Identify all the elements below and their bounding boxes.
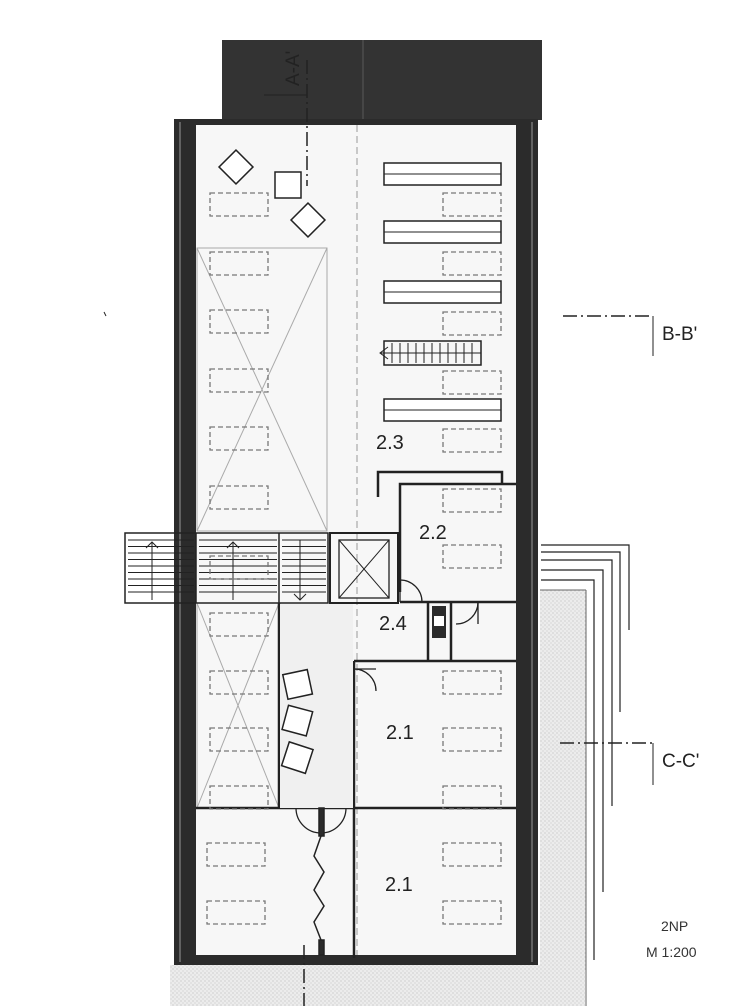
- ceiling-light: [209, 251, 269, 276]
- floor-slab: [195, 123, 517, 959]
- staircase: [124, 532, 329, 604]
- stair-treads: [128, 539, 326, 593]
- ceiling-light: [206, 900, 266, 925]
- ceiling-light: [206, 842, 266, 867]
- section-mark-b: [563, 315, 654, 356]
- roof-block: [222, 40, 542, 120]
- room-label-2-4: 2.4: [379, 613, 407, 635]
- ceiling-light: [442, 311, 502, 336]
- section-mark-c: [560, 742, 654, 785]
- shelving-units: [383, 162, 502, 422]
- marker-tick: [103, 311, 107, 317]
- small-stair-treads: [391, 343, 473, 363]
- ceiling-light: [442, 428, 502, 453]
- ceiling-light: [442, 727, 502, 752]
- floor-designation: 2NP: [661, 918, 688, 934]
- ceiling-light: [442, 251, 502, 276]
- furniture-items: [217, 148, 327, 775]
- section-label-c: C-C': [662, 751, 699, 772]
- ceiling-fixtures: [206, 192, 502, 925]
- ceiling-light: [442, 192, 502, 217]
- ceiling-light: [209, 612, 269, 637]
- section-label-b: B-B': [662, 324, 697, 345]
- elevator-icon: [329, 532, 399, 604]
- ceiling-light: [209, 309, 269, 334]
- terrain-steps: [541, 544, 630, 960]
- doors: [295, 579, 479, 834]
- ceiling-light: [209, 426, 269, 451]
- ceiling-light: [442, 370, 502, 395]
- ceiling-light: [442, 670, 502, 695]
- ceiling-light: [209, 670, 269, 695]
- ceiling-light: [442, 488, 502, 513]
- ceiling-light: [209, 192, 269, 217]
- ceiling-light: [209, 485, 269, 510]
- room-label-2-3: 2.3: [376, 432, 404, 454]
- void-upper: [196, 247, 328, 532]
- wall-highlights: [179, 122, 533, 962]
- stair-arrows: [145, 540, 307, 601]
- room-label-2-1-lower: 2.1: [385, 874, 413, 896]
- curtain-line: [313, 807, 325, 956]
- section-mark-a: [264, 60, 308, 186]
- interior-walls: [196, 470, 516, 958]
- drawing-scale: M 1:200: [646, 944, 697, 960]
- ceiling-light: [209, 555, 269, 580]
- ceiling-light: [442, 544, 502, 569]
- ceiling-light: [442, 842, 502, 867]
- ceiling-light: [209, 727, 269, 752]
- ceiling-light: [209, 785, 269, 810]
- ceiling-light: [209, 368, 269, 393]
- wc-unit: [432, 606, 446, 638]
- ground-hatch: [170, 589, 587, 1006]
- ceiling-light: [442, 785, 502, 810]
- room-label-2-1-upper: 2.1: [386, 722, 414, 744]
- room-label-2-2: 2.2: [419, 522, 447, 544]
- ceiling-light: [442, 900, 502, 925]
- section-label-a: A-A': [283, 51, 304, 86]
